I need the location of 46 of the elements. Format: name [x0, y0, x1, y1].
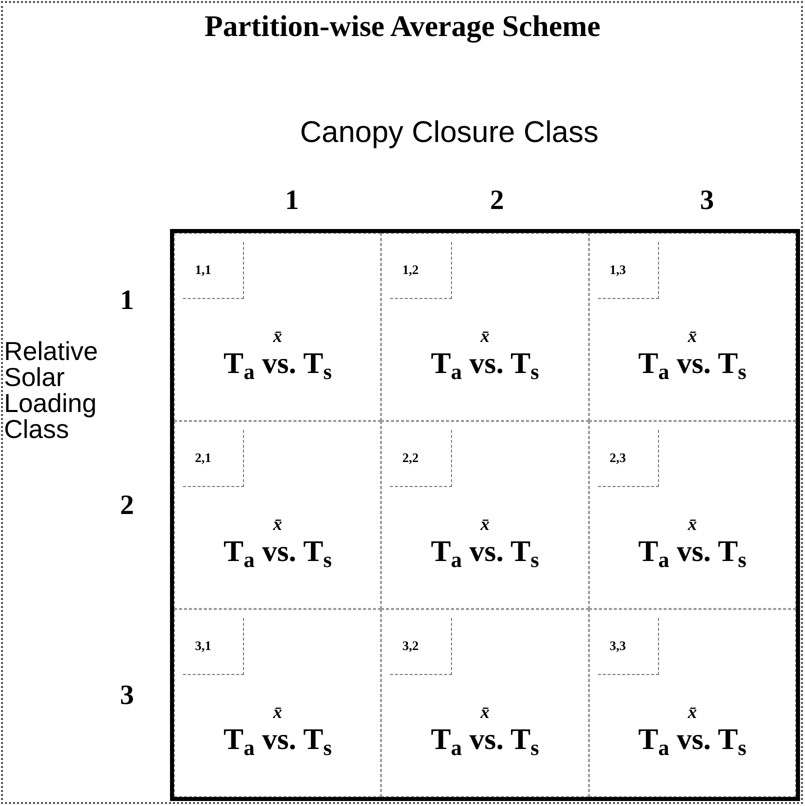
mean-symbol: x̄	[480, 515, 490, 534]
grid-cell	[588, 233, 796, 421]
mean-symbol: x̄	[688, 515, 697, 534]
cell-index: 2,2	[402, 450, 419, 465]
mean-symbol: x̄	[480, 703, 490, 722]
column-number: 2	[490, 184, 504, 218]
mean-symbol: x̄	[688, 703, 697, 722]
comparison-text: T$_{a}$ vs. T$_{s}$	[638, 722, 746, 759]
axis-title: Canopy Closure Class	[300, 115, 598, 151]
cell-index: 1,1	[195, 262, 212, 277]
row-number: 2	[120, 489, 134, 523]
cell-index: 2,1	[195, 450, 212, 465]
cell-index: 2,3	[610, 450, 626, 465]
column-number: 1	[285, 184, 299, 218]
row-number: 3	[120, 679, 134, 713]
grid-cell	[174, 233, 382, 421]
mean-symbol: x̄	[273, 327, 282, 346]
cell-index: 3,1	[195, 638, 212, 653]
comparison-text: T$_{a}$ vs. T$_{s}$	[224, 346, 332, 383]
comparison-text: T$_{a}$ vs. T$_{s}$	[638, 534, 746, 571]
title: Partition-wise Average Scheme	[204, 9, 602, 45]
grid-cell	[381, 609, 589, 797]
mean-symbol: x̄	[273, 703, 282, 722]
axis-title: Relative Solar Loading Class	[4, 338, 99, 442]
comparison-text: T$_{a}$ vs. T$_{s}$	[224, 722, 332, 759]
partition-grid	[170, 229, 800, 801]
mean-symbol: x̄	[273, 515, 282, 534]
comparison-text: T$_{a}$ vs. T$_{s}$	[638, 346, 746, 383]
grid-cell	[588, 609, 796, 797]
grid-cell	[174, 609, 382, 797]
cell-index: 3,3	[610, 638, 626, 653]
comparison-text: T$_{a}$ vs. T$_{s}$	[430, 722, 540, 759]
comparison-text: T$_{a}$ vs. T$_{s}$	[430, 534, 540, 571]
grid-cell	[174, 421, 382, 609]
cell-index: 3,2	[402, 638, 419, 653]
row-number: 1	[120, 284, 134, 318]
cell-index: 1,3	[610, 262, 626, 277]
grid-cell	[381, 233, 589, 421]
cell-index: 1,2	[402, 262, 419, 277]
mean-symbol: x̄	[688, 327, 697, 346]
grid-cell	[588, 421, 796, 609]
mean-symbol: x̄	[480, 327, 490, 346]
comparison-text: T$_{a}$ vs. T$_{s}$	[224, 534, 332, 571]
grid-cell	[381, 421, 589, 609]
column-number: 3	[700, 184, 714, 218]
comparison-text: T$_{a}$ vs. T$_{s}$	[430, 346, 540, 383]
